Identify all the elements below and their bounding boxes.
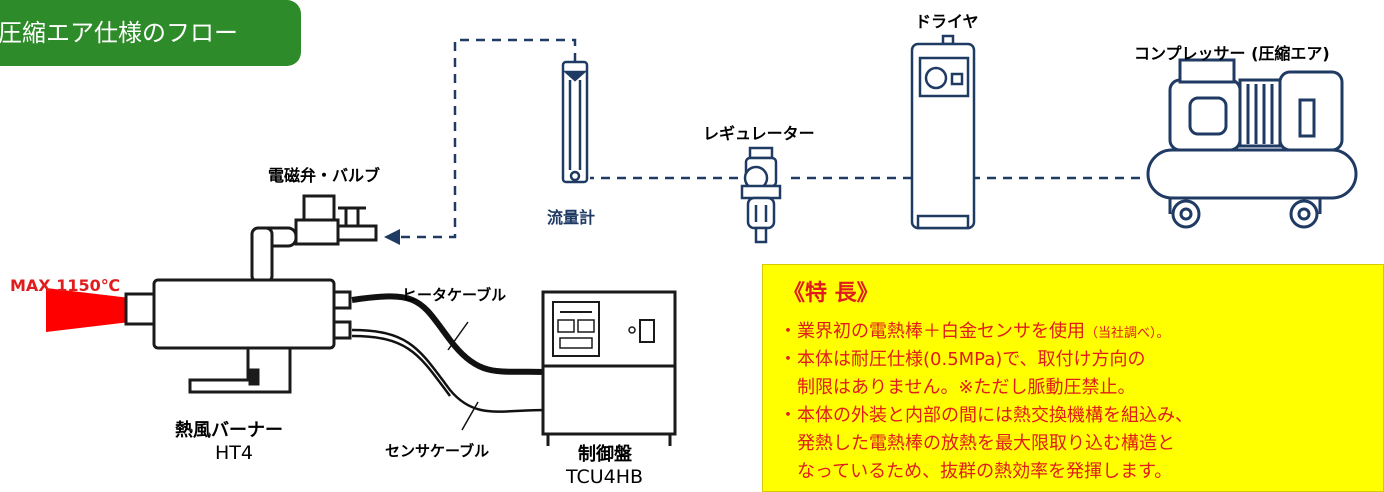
burner-model-label: HT4 (215, 442, 253, 464)
regulator-graphic (740, 146, 782, 244)
flowmeter-graphic (561, 60, 589, 184)
air-flow-arrow (384, 229, 400, 245)
feature-line: ・本体の外装と内部の間には熱交換機構を組込み、 (779, 405, 1193, 426)
feature-line: なっているため、抜群の熱効率を発揮します。 (779, 461, 1173, 482)
flow-title: 圧縮エア仕様のフロー (0, 19, 238, 47)
controller-graphic (541, 290, 677, 446)
flowmeter-label: 流量計 (547, 208, 596, 227)
features-heading: 《特 長》 (783, 281, 879, 306)
controller-name-label: 制御盤 (578, 444, 632, 465)
regulator-label: レギュレーター (703, 124, 815, 143)
flow-title-tab: 圧縮エア仕様のフロー (0, 0, 301, 66)
feature-line: ・本体は耐圧仕様(0.5MPa)で、取付け方向の (779, 349, 1146, 370)
feature-line: ・業界初の電熱棒＋白金センサを使用（当社調べ）。 (779, 321, 1170, 342)
sensor-cable-label: センサケーブル (385, 442, 490, 460)
max-temp-label: MAX 1150℃ (10, 276, 121, 295)
controller-model-label: TCU4HB (566, 466, 644, 488)
solenoid-valve-label: 電磁弁・バルブ (268, 166, 381, 185)
sensor-cable-graphic (351, 328, 546, 413)
heater-cable-graphic (351, 293, 546, 375)
air-line (400, 38, 1140, 239)
burner-name-label: 熱風バーナー (175, 420, 283, 441)
flame-graphic (46, 288, 130, 332)
dryer-graphic (910, 34, 976, 230)
feature-line: 発熱した電熱棒の放熱を最大限取り込む構造と (779, 433, 1175, 454)
feature-line: 制限はありません。※ただし脈動圧禁止。 (779, 377, 1136, 398)
dryer-label: ドライヤ (915, 12, 979, 31)
compressor-graphic (1146, 58, 1358, 229)
heater-cable-label: ヒータケーブル (402, 286, 507, 304)
features-box: 《特 長》 ・業界初の電熱棒＋白金センサを使用（当社調べ）。 ・本体は耐圧仕様(… (762, 264, 1384, 492)
compressor-label: コンプレッサー (圧縮エア) (1134, 44, 1330, 63)
burner-graphic (124, 278, 352, 394)
solenoid-valve-graphic (250, 194, 378, 284)
